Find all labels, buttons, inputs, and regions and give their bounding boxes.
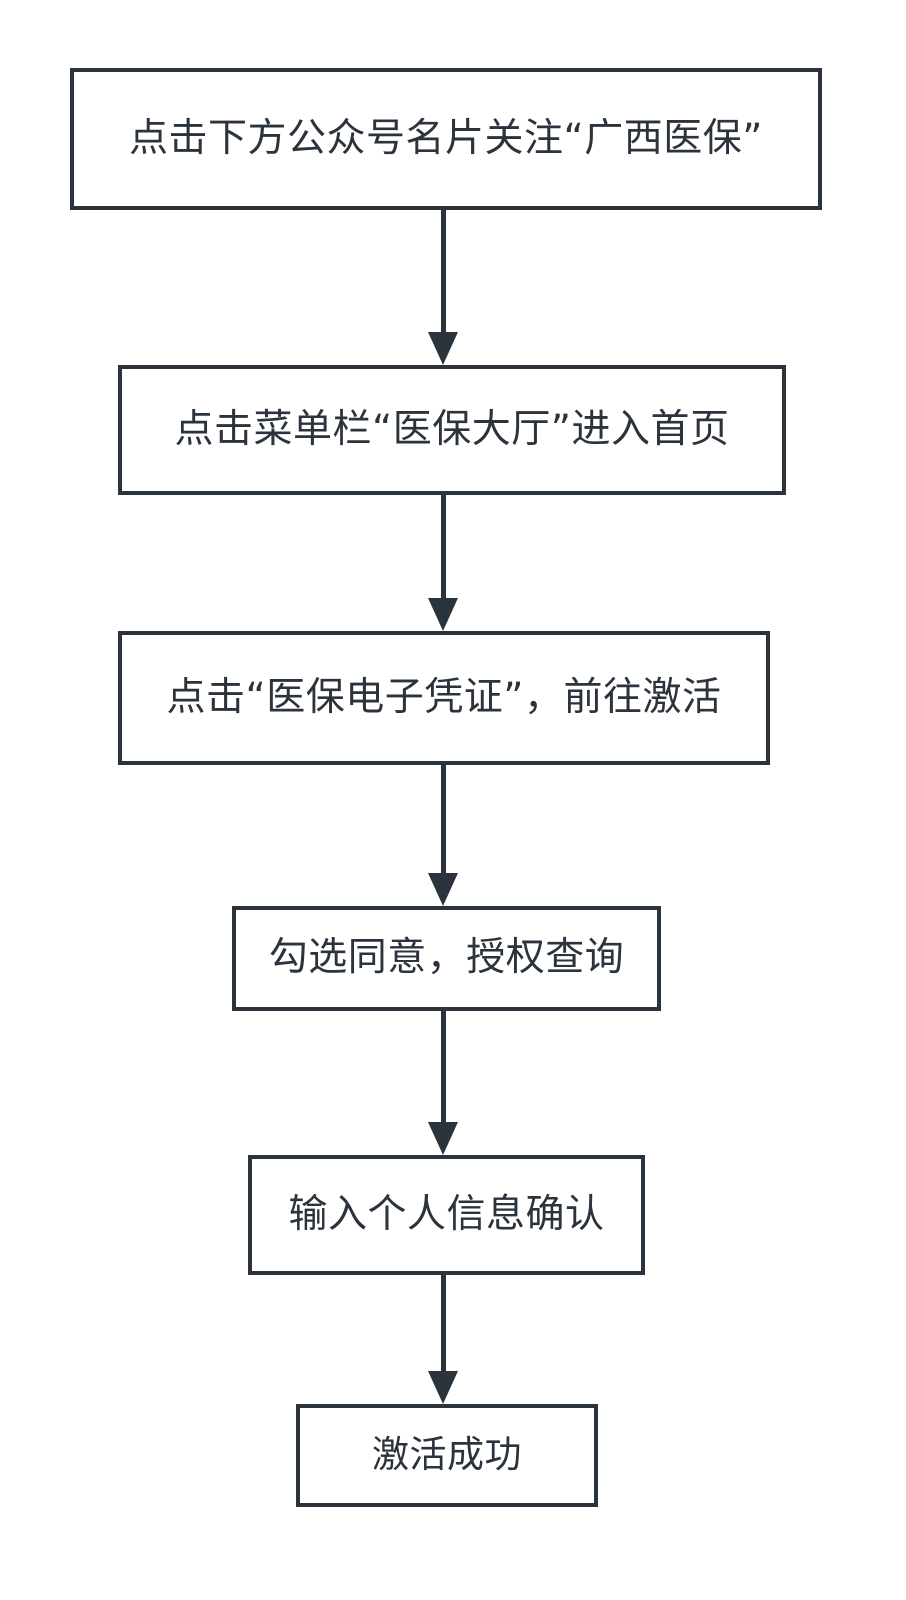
flowchart-node-label: 点击菜单栏“医保大厅”进入首页 bbox=[174, 406, 730, 452]
arrow-head-icon bbox=[428, 332, 458, 365]
arrow-shaft bbox=[441, 495, 446, 601]
flowchart-node-step-3: 点击“医保电子凭证”，前往激活 bbox=[118, 631, 770, 765]
arrow-shaft bbox=[441, 1275, 446, 1372]
flowchart-node-step-5: 输入个人信息确认 bbox=[248, 1155, 645, 1275]
arrow-head-icon bbox=[428, 873, 458, 906]
flowchart-node-label: 勾选同意，授权查询 bbox=[268, 935, 625, 981]
arrow-shaft bbox=[441, 765, 446, 875]
flowchart-node-label: 输入个人信息确认 bbox=[288, 1191, 605, 1237]
arrow-head-icon bbox=[428, 1371, 458, 1404]
flowchart-node-label: 点击下方公众号名片关注“广西医保” bbox=[129, 115, 763, 161]
arrow-shaft bbox=[441, 210, 446, 334]
flowchart-node-label: 点击“医保电子凭证”，前往激活 bbox=[166, 674, 722, 720]
flowchart-node-step-6: 激活成功 bbox=[296, 1404, 598, 1507]
flowchart-node-step-1: 点击下方公众号名片关注“广西医保” bbox=[70, 68, 822, 210]
flowchart-node-label: 激活成功 bbox=[372, 1433, 522, 1477]
flowchart-node-step-4: 勾选同意，授权查询 bbox=[232, 906, 661, 1011]
arrow-shaft bbox=[441, 1011, 446, 1124]
flowchart-node-step-2: 点击菜单栏“医保大厅”进入首页 bbox=[118, 365, 786, 495]
arrow-head-icon bbox=[428, 1122, 458, 1155]
arrow-head-icon bbox=[428, 598, 458, 631]
